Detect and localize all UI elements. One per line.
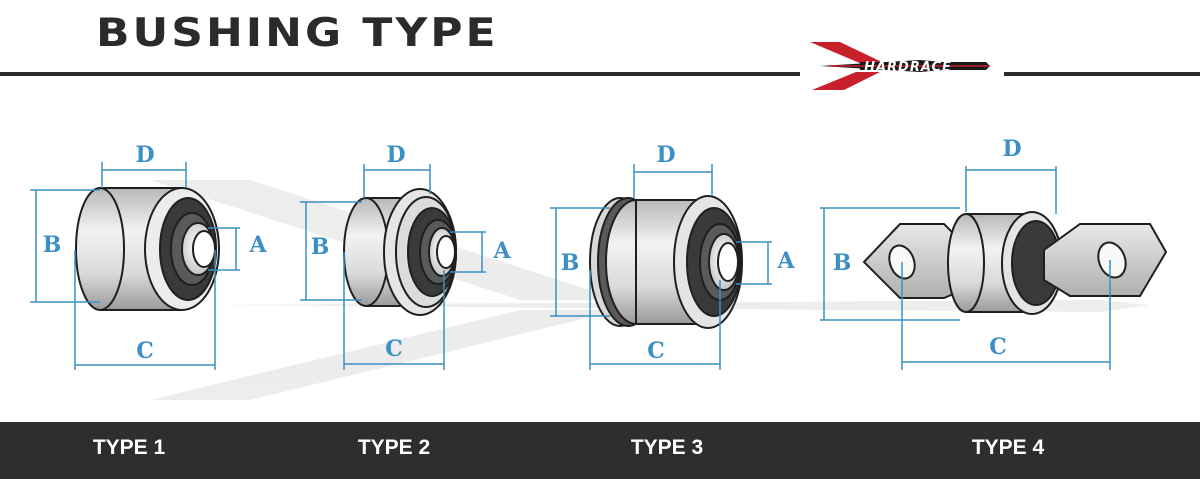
type-1-dim-a: A xyxy=(248,232,267,258)
type-2-dimensions xyxy=(300,164,486,370)
type-2-label: TYPE 2 xyxy=(357,436,431,459)
type-2-dim-d: D xyxy=(386,142,405,168)
type-2-dim-a: A xyxy=(492,238,511,264)
type-1-dim-d: D xyxy=(135,142,154,168)
brand-logo: HARDRACE xyxy=(810,42,990,90)
type-1-bushing xyxy=(75,187,220,311)
type-3-dim-b: B xyxy=(561,250,580,276)
type-1-dim-c: C xyxy=(136,338,154,364)
type-2-dim-b: B xyxy=(311,234,330,260)
type-4-label: TYPE 4 xyxy=(971,436,1045,459)
type-4-dim-d: D xyxy=(1002,136,1021,162)
type-3-label: TYPE 3 xyxy=(630,436,704,459)
type-3-dim-d: D xyxy=(656,142,675,168)
type-3-bushing xyxy=(589,195,743,329)
title-rule-right xyxy=(1004,72,1200,76)
title-rule-left xyxy=(0,72,800,76)
type-1-dimensions xyxy=(30,162,240,370)
type-4-bushing xyxy=(862,211,1168,315)
type-label-bar: TYPE 1 TYPE 2 TYPE 3 TYPE 4 xyxy=(0,422,1200,479)
type-2-dim-c: C xyxy=(385,336,403,362)
page-title: BUSHING TYPE xyxy=(96,10,499,56)
type-3-dim-c: C xyxy=(647,338,665,364)
type-1-label: TYPE 1 xyxy=(92,436,166,459)
type-2-bushing xyxy=(343,188,457,316)
type-3-dim-a: A xyxy=(776,248,795,274)
logo-text: HARDRACE xyxy=(864,60,952,75)
type-3-dimensions xyxy=(550,164,772,370)
type-4-dim-b: B xyxy=(833,250,852,276)
type-1-dim-b: B xyxy=(43,232,62,258)
type-4-dimensions xyxy=(820,166,1111,370)
type-4-dim-c: C xyxy=(989,334,1007,360)
